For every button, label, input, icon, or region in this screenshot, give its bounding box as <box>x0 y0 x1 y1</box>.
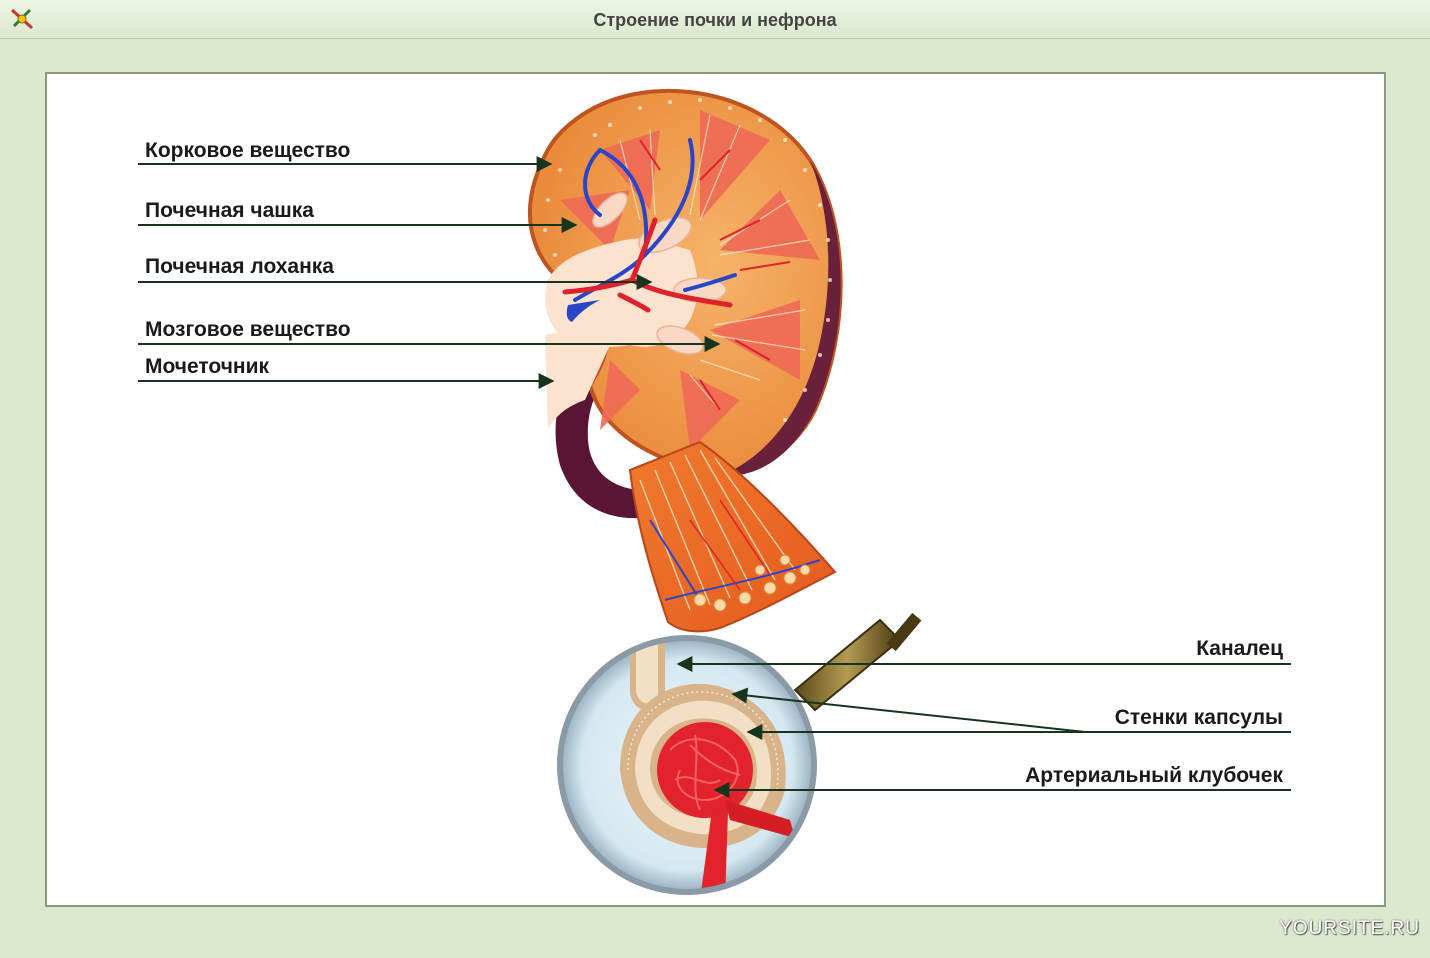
label-ureter: Мочеточник <box>145 355 269 378</box>
label-tubule: Каналец <box>1196 637 1283 660</box>
label-cortex: Корковое вещество <box>145 139 350 162</box>
cortex-wedge-section <box>628 440 837 633</box>
label-capsule-walls: Стенки капсулы <box>1115 706 1283 729</box>
window-title: Строение почки и нефрона <box>593 10 837 30</box>
app-icon[interactable] <box>8 6 36 32</box>
label-pelvis: Почечная лоханка <box>145 255 334 278</box>
label-calyx: Почечная чашка <box>145 199 314 222</box>
leader-lines <box>138 156 1291 798</box>
label-glomerulus: Артериальный клубочек <box>1025 764 1283 787</box>
title-bar: Строение почки и нефрона <box>0 0 1430 39</box>
kidney <box>528 88 843 519</box>
label-medulla: Мозговое вещество <box>145 318 351 341</box>
watermark: YOURSITE.RU <box>1279 918 1420 939</box>
renal-pelvis <box>545 238 698 347</box>
leader-capsule-outer <box>731 687 1086 733</box>
magnifying-glass-icon <box>557 612 922 895</box>
